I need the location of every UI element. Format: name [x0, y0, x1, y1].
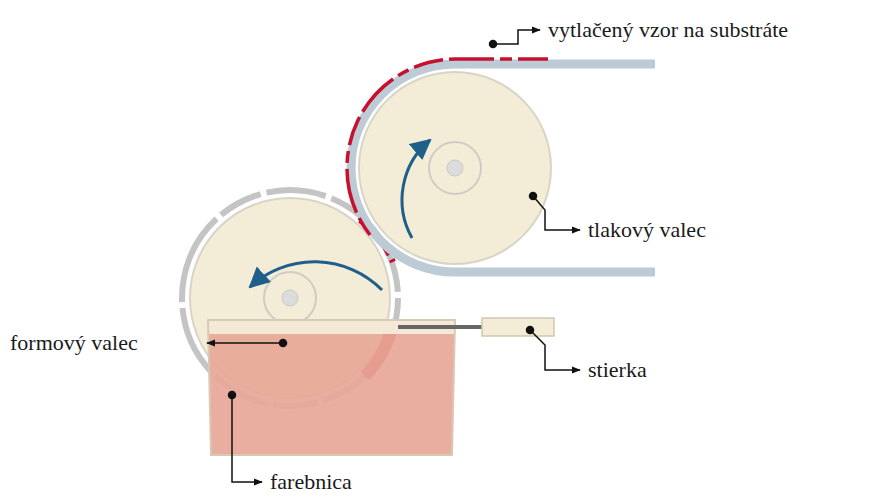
rotation-arrow — [402, 140, 430, 238]
impression-roller — [359, 72, 551, 264]
ink-tray — [208, 320, 455, 455]
blade-label: stierka — [588, 358, 647, 382]
roller-label: tlakový valec — [588, 218, 706, 242]
printed-pattern — [347, 59, 548, 235]
substrate-label: vytlačený vzor na substráte — [548, 18, 788, 42]
leader-lines — [207, 30, 580, 482]
tray-label: farebnica — [270, 470, 352, 494]
rotation-arrow — [250, 262, 382, 290]
roller-label: formový valec — [10, 331, 138, 355]
doctor-blade — [398, 318, 554, 336]
